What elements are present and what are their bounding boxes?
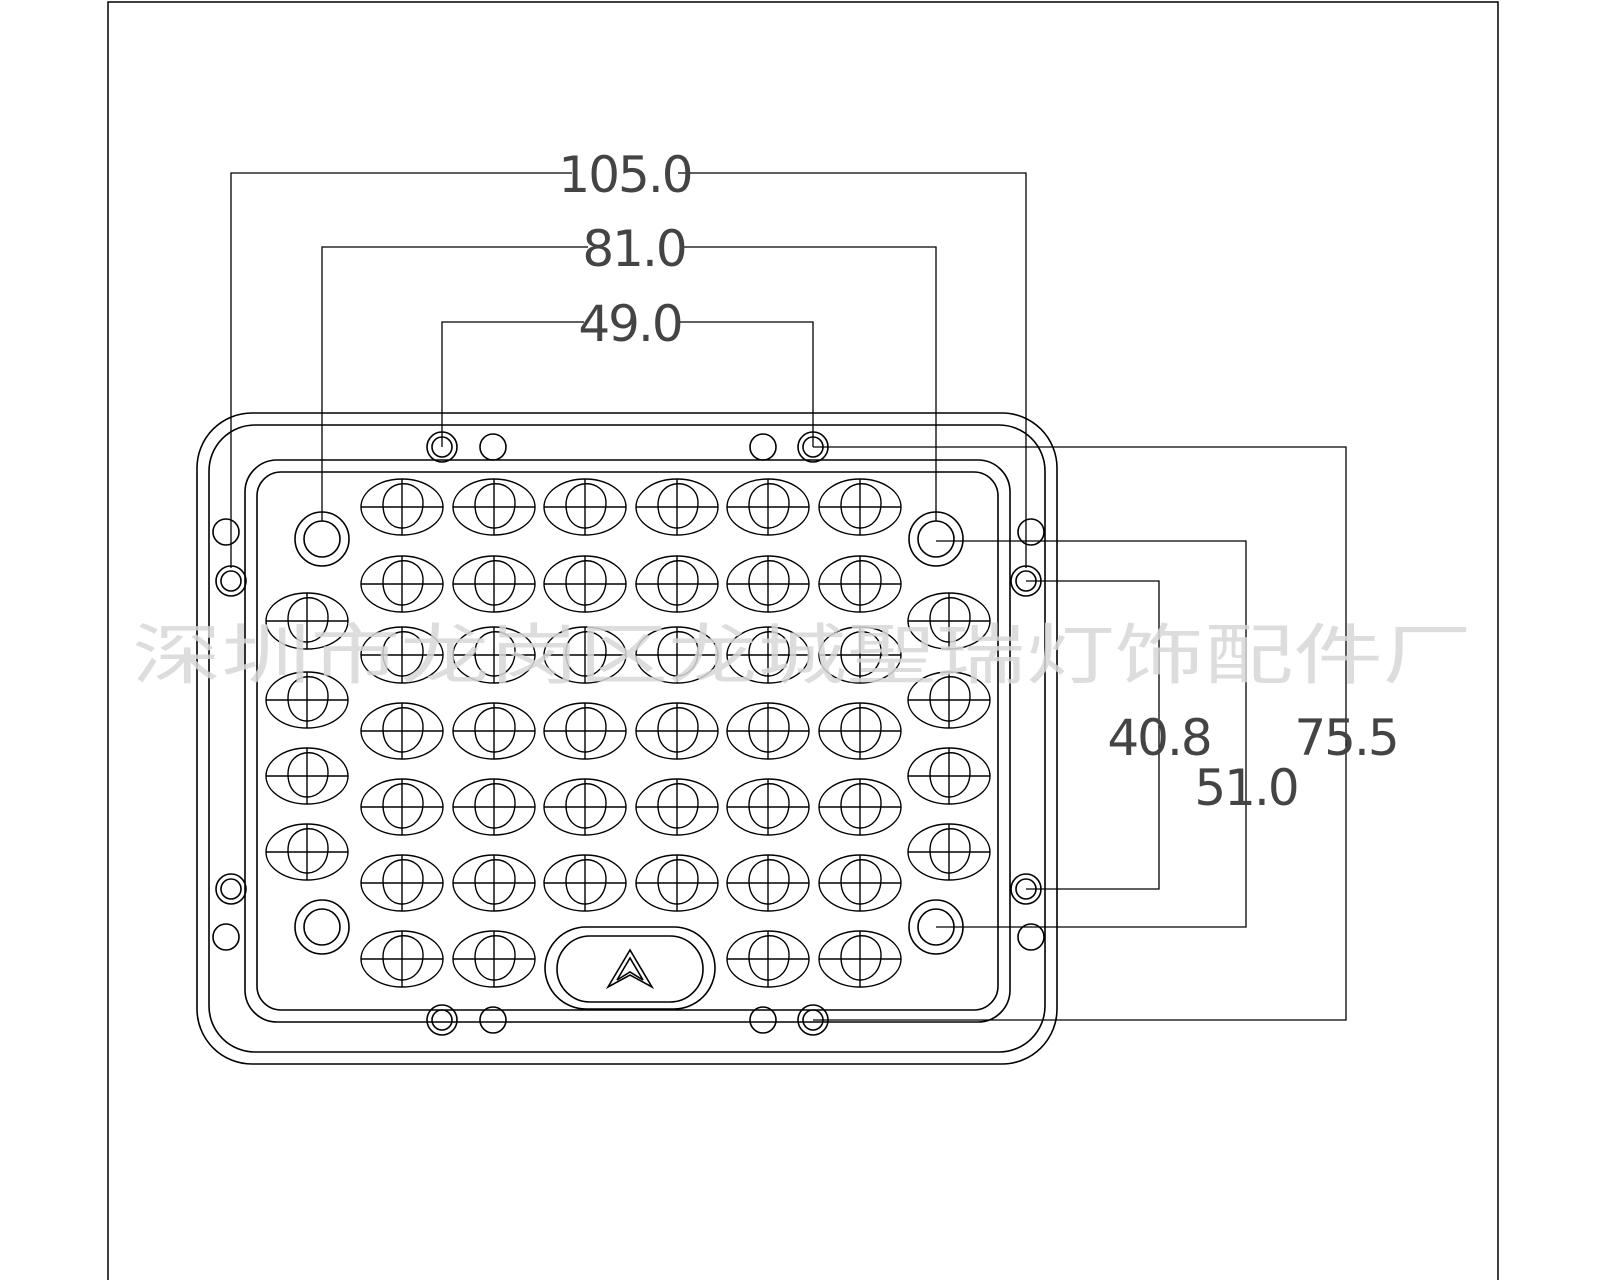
lens bbox=[635, 778, 719, 836]
dim-line-mount-height bbox=[936, 540, 1247, 928]
lens bbox=[543, 478, 627, 536]
lens bbox=[360, 702, 444, 760]
lens bbox=[818, 626, 902, 684]
dim-label-side-holes: 40.8 bbox=[1107, 709, 1210, 767]
dim-line-overall-height bbox=[813, 446, 1347, 1021]
dim-line-mount-span bbox=[321, 246, 588, 521]
lens bbox=[452, 555, 536, 613]
housing-inner-rim bbox=[244, 459, 1011, 1023]
lens bbox=[360, 930, 444, 988]
lens bbox=[726, 478, 810, 536]
lens bbox=[635, 702, 719, 760]
slot-hole bbox=[479, 1006, 507, 1034]
lens bbox=[265, 671, 349, 729]
lens bbox=[818, 778, 902, 836]
screw-hole bbox=[294, 899, 350, 955]
lens bbox=[726, 702, 810, 760]
dimension-lines bbox=[230, 172, 1347, 1021]
arrow-up-icon bbox=[605, 948, 655, 990]
lens bbox=[452, 478, 536, 536]
dim-label-overall-height: 75.5 bbox=[1294, 709, 1397, 767]
housing-outer-inset bbox=[208, 424, 1046, 1053]
lens bbox=[907, 823, 991, 881]
lens bbox=[452, 778, 536, 836]
lens bbox=[452, 930, 536, 988]
lens bbox=[635, 626, 719, 684]
dim-line-mount-span-right bbox=[682, 246, 937, 521]
lens bbox=[818, 702, 902, 760]
lens-array bbox=[265, 478, 991, 988]
slot-hole bbox=[1017, 518, 1045, 546]
lens bbox=[818, 930, 902, 988]
slot-hole bbox=[212, 518, 240, 546]
lens bbox=[360, 478, 444, 536]
lens bbox=[543, 778, 627, 836]
lens bbox=[907, 592, 991, 650]
drawing-frame bbox=[107, 1, 1499, 1280]
screw-hole bbox=[215, 873, 247, 905]
screw-hole bbox=[215, 565, 247, 597]
lens bbox=[635, 555, 719, 613]
lens bbox=[543, 626, 627, 684]
lens bbox=[543, 555, 627, 613]
lens bbox=[635, 854, 719, 912]
lens bbox=[726, 854, 810, 912]
lens bbox=[726, 626, 810, 684]
dim-line-overall-width bbox=[230, 172, 572, 568]
dim-line-side-holes bbox=[1026, 580, 1160, 890]
dim-label-mount-height: 51.0 bbox=[1194, 759, 1297, 817]
lens bbox=[360, 555, 444, 613]
lens bbox=[726, 778, 810, 836]
lens bbox=[818, 478, 902, 536]
slot-hole bbox=[1017, 923, 1045, 951]
lens bbox=[452, 702, 536, 760]
dim-label-top-holes: 49.0 bbox=[578, 295, 681, 353]
lens bbox=[360, 626, 444, 684]
dim-line-top-holes bbox=[441, 321, 584, 447]
lens bbox=[265, 592, 349, 650]
slot-hole bbox=[749, 433, 777, 461]
lens bbox=[543, 854, 627, 912]
screw-hole bbox=[426, 1004, 458, 1036]
dim-label-overall-width: 105.0 bbox=[558, 146, 691, 204]
dim-line-top-holes-right bbox=[678, 321, 814, 447]
lens bbox=[543, 702, 627, 760]
dim-label-mount-span: 81.0 bbox=[582, 220, 685, 278]
lens bbox=[726, 930, 810, 988]
lens bbox=[818, 555, 902, 613]
lens bbox=[818, 854, 902, 912]
lens bbox=[726, 555, 810, 613]
lens bbox=[360, 778, 444, 836]
slot-hole bbox=[749, 1006, 777, 1034]
housing-inner-recess bbox=[256, 471, 999, 1011]
lens bbox=[635, 478, 719, 536]
lens bbox=[452, 854, 536, 912]
lens bbox=[360, 854, 444, 912]
lens bbox=[907, 671, 991, 729]
lens bbox=[907, 747, 991, 805]
slot-hole bbox=[479, 433, 507, 461]
lens bbox=[265, 823, 349, 881]
watermark-text: 深圳市龙岗区龙城聖瑞灯饰配件厂 bbox=[132, 617, 1472, 694]
slot-hole bbox=[212, 923, 240, 951]
dim-line-overall-width-right bbox=[678, 172, 1027, 568]
housing bbox=[196, 412, 1058, 1065]
lens bbox=[265, 747, 349, 805]
mounting-holes bbox=[212, 431, 1045, 1036]
housing-outer-edge bbox=[196, 412, 1058, 1065]
center-logo-window bbox=[544, 926, 716, 1010]
lens bbox=[452, 626, 536, 684]
